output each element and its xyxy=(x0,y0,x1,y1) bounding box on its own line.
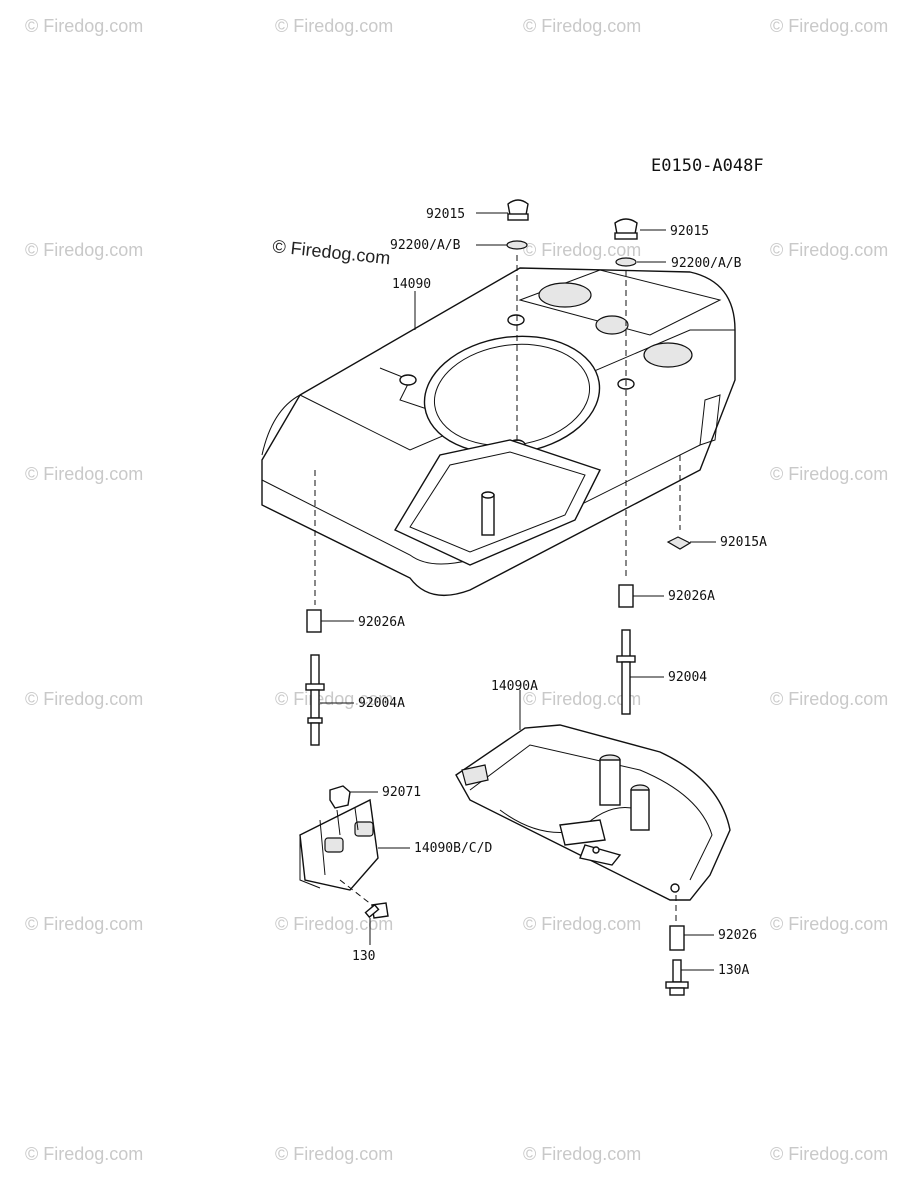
part-14090BCD-bracket xyxy=(299,798,379,891)
part-92015-cap-nut-left xyxy=(507,199,529,221)
watermark: © Firedog.com xyxy=(770,464,888,484)
part-92026A-collar-left xyxy=(306,609,322,633)
part-92071-clip xyxy=(329,785,351,809)
label-92015-right: 92015 xyxy=(670,224,709,239)
part-92015A-nut xyxy=(666,536,692,550)
label-92015-top: 92015 xyxy=(426,207,465,222)
part-14090-shroud xyxy=(261,267,736,597)
watermark: © Firedog.com xyxy=(275,689,393,709)
label-14090BCD: 14090B/C/D xyxy=(414,841,492,856)
label-92015A: 92015A xyxy=(720,535,767,550)
label-92004: 92004 xyxy=(668,670,707,685)
watermark: © Firedog.com xyxy=(25,914,143,934)
diagram-code: E0150-A048F xyxy=(651,156,764,176)
label-130: 130 xyxy=(352,949,375,964)
part-92004-stud xyxy=(616,629,636,715)
watermark: © Firedog.com xyxy=(275,16,393,36)
watermark-prominent: © Firedog.com xyxy=(272,236,392,268)
watermark: © Firedog.com xyxy=(523,240,641,260)
part-92015-cap-nut-right xyxy=(614,218,638,240)
part-130A-bolt xyxy=(665,959,689,996)
watermark: © Firedog.com xyxy=(523,689,641,709)
part-92026-collar xyxy=(669,925,685,951)
watermark: © Firedog.com xyxy=(25,464,143,484)
label-92026A-left: 92026A xyxy=(358,615,405,630)
watermark: © Firedog.com xyxy=(770,16,888,36)
label-92004A: 92004A xyxy=(358,696,405,711)
label-14090: 14090 xyxy=(392,277,431,292)
label-92026A-right: 92026A xyxy=(668,589,715,604)
watermark: © Firedog.com xyxy=(25,16,143,36)
watermark: © Firedog.com xyxy=(523,1144,641,1164)
part-130-bolt xyxy=(364,902,389,919)
label-92026: 92026 xyxy=(718,928,757,943)
watermark: © Firedog.com xyxy=(770,914,888,934)
watermark: © Firedog.com xyxy=(770,689,888,709)
watermark: © Firedog.com xyxy=(25,1144,143,1164)
watermark: © Firedog.com xyxy=(25,240,143,260)
alignment-line xyxy=(339,879,373,906)
label-92200-left: 92200/A/B xyxy=(390,238,461,253)
part-14090A-lower-cover xyxy=(455,724,731,901)
watermark: © Firedog.com xyxy=(523,16,641,36)
watermark: © Firedog.com xyxy=(275,914,393,934)
part-92026A-collar-right xyxy=(618,584,634,608)
label-92071: 92071 xyxy=(382,785,421,800)
part-92200-washer-left xyxy=(506,240,528,250)
watermark: © Firedog.com xyxy=(770,1144,888,1164)
label-130A: 130A xyxy=(718,963,749,978)
watermark: © Firedog.com xyxy=(523,914,641,934)
watermark: © Firedog.com xyxy=(275,1144,393,1164)
watermark: © Firedog.com xyxy=(770,240,888,260)
watermark: © Firedog.com xyxy=(25,689,143,709)
part-92004A-stud xyxy=(305,654,325,746)
label-92200-right: 92200/A/B xyxy=(671,256,742,271)
part-92200-washer-right xyxy=(615,257,637,267)
label-14090A: 14090A xyxy=(491,679,538,694)
